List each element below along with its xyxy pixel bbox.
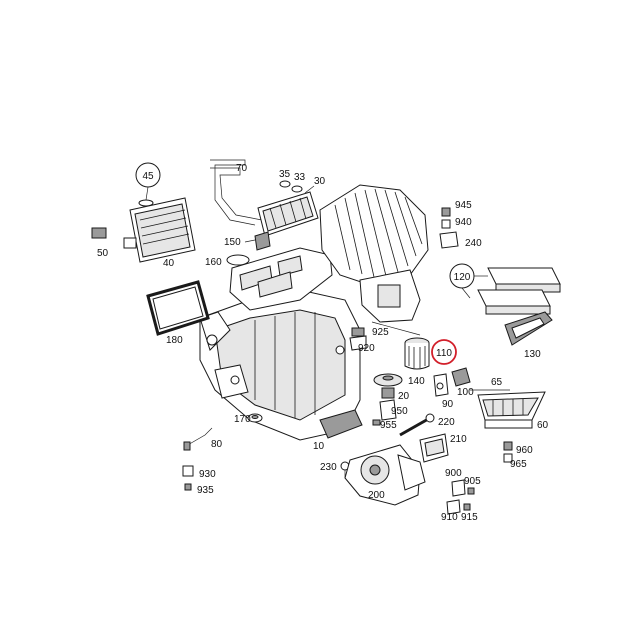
label-90: 90 [442, 399, 454, 410]
part-50-fitting: 50 [91, 227, 137, 259]
label-930: 930 [199, 469, 216, 480]
label-230: 230 [320, 462, 337, 473]
part-70-heater-pipe: 70 [210, 159, 263, 226]
hvac-housing [199, 184, 429, 441]
label-60: 60 [537, 420, 549, 431]
part-960-clip: 960 965 [503, 441, 533, 470]
label-950: 950 [391, 406, 408, 417]
part-90-sensor: 90 [433, 373, 454, 410]
label-920: 920 [358, 343, 375, 354]
label-30: 30 [314, 176, 326, 187]
label-70: 70 [236, 163, 248, 174]
label-100: 100 [457, 387, 474, 398]
label-160: 160 [205, 257, 222, 268]
part-60-filter-housing: 65 60 [470, 377, 549, 431]
part-230-screw: 230 [320, 461, 350, 478]
label-150: 150 [224, 237, 241, 248]
label-40: 40 [163, 258, 175, 269]
label-210: 210 [450, 434, 467, 445]
label-120: 120 [454, 272, 471, 283]
label-33: 33 [294, 172, 306, 183]
part-30-heater-core: 35 33 30 [257, 169, 326, 237]
part-950-actuator: 950 955 [372, 399, 408, 431]
label-170: 170 [234, 414, 251, 425]
part-170-grommet: 170 [234, 413, 263, 425]
label-35: 35 [279, 169, 291, 180]
label-20: 20 [398, 391, 410, 402]
part-900-regulator: 900 905 [445, 468, 481, 497]
part-150-bracket: 150 [224, 231, 271, 251]
label-240: 240 [465, 238, 482, 249]
label-945: 945 [455, 200, 472, 211]
label-130: 130 [524, 349, 541, 360]
part-80-hose: 80 [183, 427, 223, 451]
part-930-connector: 930 935 [182, 465, 216, 496]
part-130-filter-frame: 130 [504, 311, 553, 360]
part-160-gasket: 160 [205, 254, 250, 268]
label-925: 925 [372, 327, 389, 338]
label-935: 935 [197, 485, 214, 496]
highlight-ring-110 [431, 339, 457, 365]
label-220: 220 [438, 417, 455, 428]
part-920-sensor: 925 920 [349, 327, 389, 354]
part-40-evaporator: 40 [129, 197, 196, 269]
label-940: 940 [455, 217, 472, 228]
part-210-duct-flap: 210 [419, 433, 467, 463]
label-915: 915 [461, 512, 478, 523]
part-180-seal: 180 [146, 280, 210, 346]
label-50: 50 [97, 248, 109, 259]
label-900: 900 [445, 468, 462, 479]
part-910-connector: 910 915 [441, 499, 478, 523]
label-10: 10 [313, 441, 325, 452]
part-200-blower-unit: 200 [344, 444, 426, 506]
label-140: 140 [408, 376, 425, 387]
label-180: 180 [166, 335, 183, 346]
label-200: 200 [368, 490, 385, 501]
part-140-motor-cap: 140 20 [373, 373, 425, 402]
part-110-resistor: 110 [371, 321, 457, 370]
label-80: 80 [211, 439, 223, 450]
part-220-probe: 220 [399, 413, 455, 437]
part-100-connector: 100 [451, 367, 474, 398]
label-65: 65 [491, 377, 503, 388]
part-120-cabin-filter: 120 [449, 263, 561, 315]
label-960: 960 [516, 445, 533, 456]
housing-ribs [334, 188, 423, 278]
label-910: 910 [441, 512, 458, 523]
label-955: 955 [380, 420, 397, 431]
part-240-actuator: 945 940 240 [439, 200, 482, 249]
label-110: 110 [436, 348, 452, 359]
label-905: 905 [464, 476, 481, 487]
label-45: 45 [142, 171, 154, 182]
label-965: 965 [510, 459, 527, 470]
